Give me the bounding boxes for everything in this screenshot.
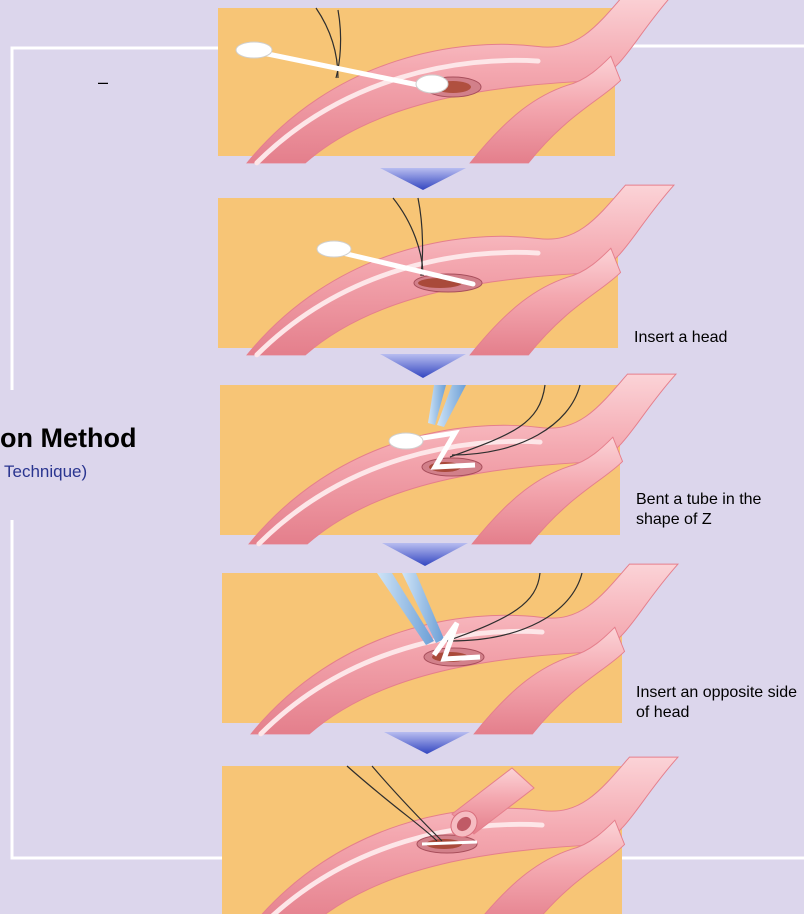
- method-subtitle: Technique): [4, 461, 87, 483]
- down-arrow-1: [380, 168, 466, 190]
- step-3-panel: [220, 374, 676, 544]
- down-arrow-4: [384, 732, 470, 754]
- down-arrow-3: [382, 543, 468, 566]
- step-4-caption: Insert an opposite side of head: [636, 683, 802, 723]
- step-2-panel: [218, 185, 674, 355]
- down-arrow-2: [380, 354, 466, 378]
- step-2-caption: Insert a head: [634, 328, 804, 348]
- step-5-panel: [222, 757, 678, 914]
- method-title: on Method: [0, 421, 136, 455]
- step-4-panel: [222, 564, 678, 734]
- step-3-caption: Bent a tube in the shape of Z: [636, 490, 786, 530]
- step-1-panel: [218, 0, 674, 163]
- dash-mark: –: [98, 72, 108, 92]
